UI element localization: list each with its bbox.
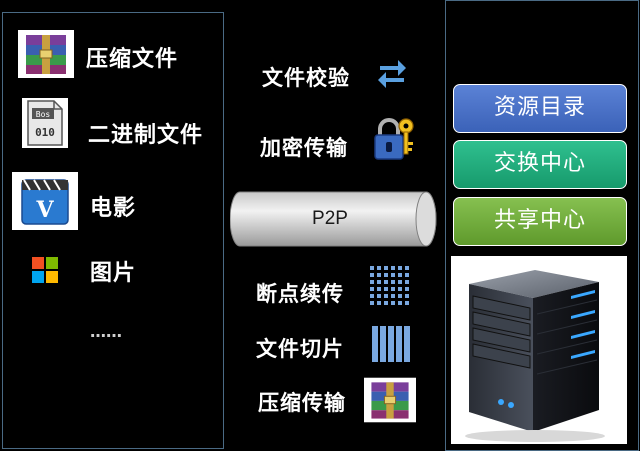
swap-arrows-icon	[378, 60, 406, 88]
feature-label-file-slicing: 文件切片	[256, 337, 344, 361]
dot-grid-icon	[370, 266, 409, 305]
share-center-button[interactable]: 共享中心	[453, 197, 627, 246]
svg-text:010: 010	[35, 126, 55, 139]
file-type-label-more: ……	[90, 322, 122, 341]
server-tower-icon	[465, 270, 605, 442]
exchange-center-button[interactable]: 交换中心	[453, 140, 627, 189]
winrar-archive-icon	[364, 377, 416, 423]
padlock-key-icon	[374, 118, 414, 160]
file-type-label-binary: 二进制文件	[88, 123, 204, 148]
feature-label-encrypted-transfer: 加密传输	[260, 136, 348, 160]
movie-file-icon: V	[12, 172, 78, 230]
feature-label-file-verify: 文件校验	[262, 66, 350, 90]
file-type-label-picture: 图片	[90, 261, 137, 286]
file-type-label-movie: 电影	[90, 196, 137, 221]
p2p-label: P2P	[312, 208, 348, 229]
feature-label-resume-transfer: 断点续传	[256, 282, 344, 306]
binary-file-icon: Bos 010	[22, 98, 68, 148]
file-type-label-compressed: 压缩文件	[86, 47, 179, 72]
svg-text:Bos: Bos	[36, 110, 51, 119]
resource-catalog-button[interactable]: 资源目录	[453, 84, 627, 133]
file-types-panel	[2, 12, 224, 449]
svg-text:V: V	[35, 197, 54, 223]
server-image	[451, 256, 627, 444]
winrar-archive-icon	[18, 30, 74, 78]
slice-bars-icon	[372, 326, 410, 362]
feature-label-compressed-transfer: 压缩传输	[258, 391, 346, 415]
p2p-pipe-cylinder	[230, 191, 437, 247]
picture-tiles-icon	[32, 257, 58, 283]
